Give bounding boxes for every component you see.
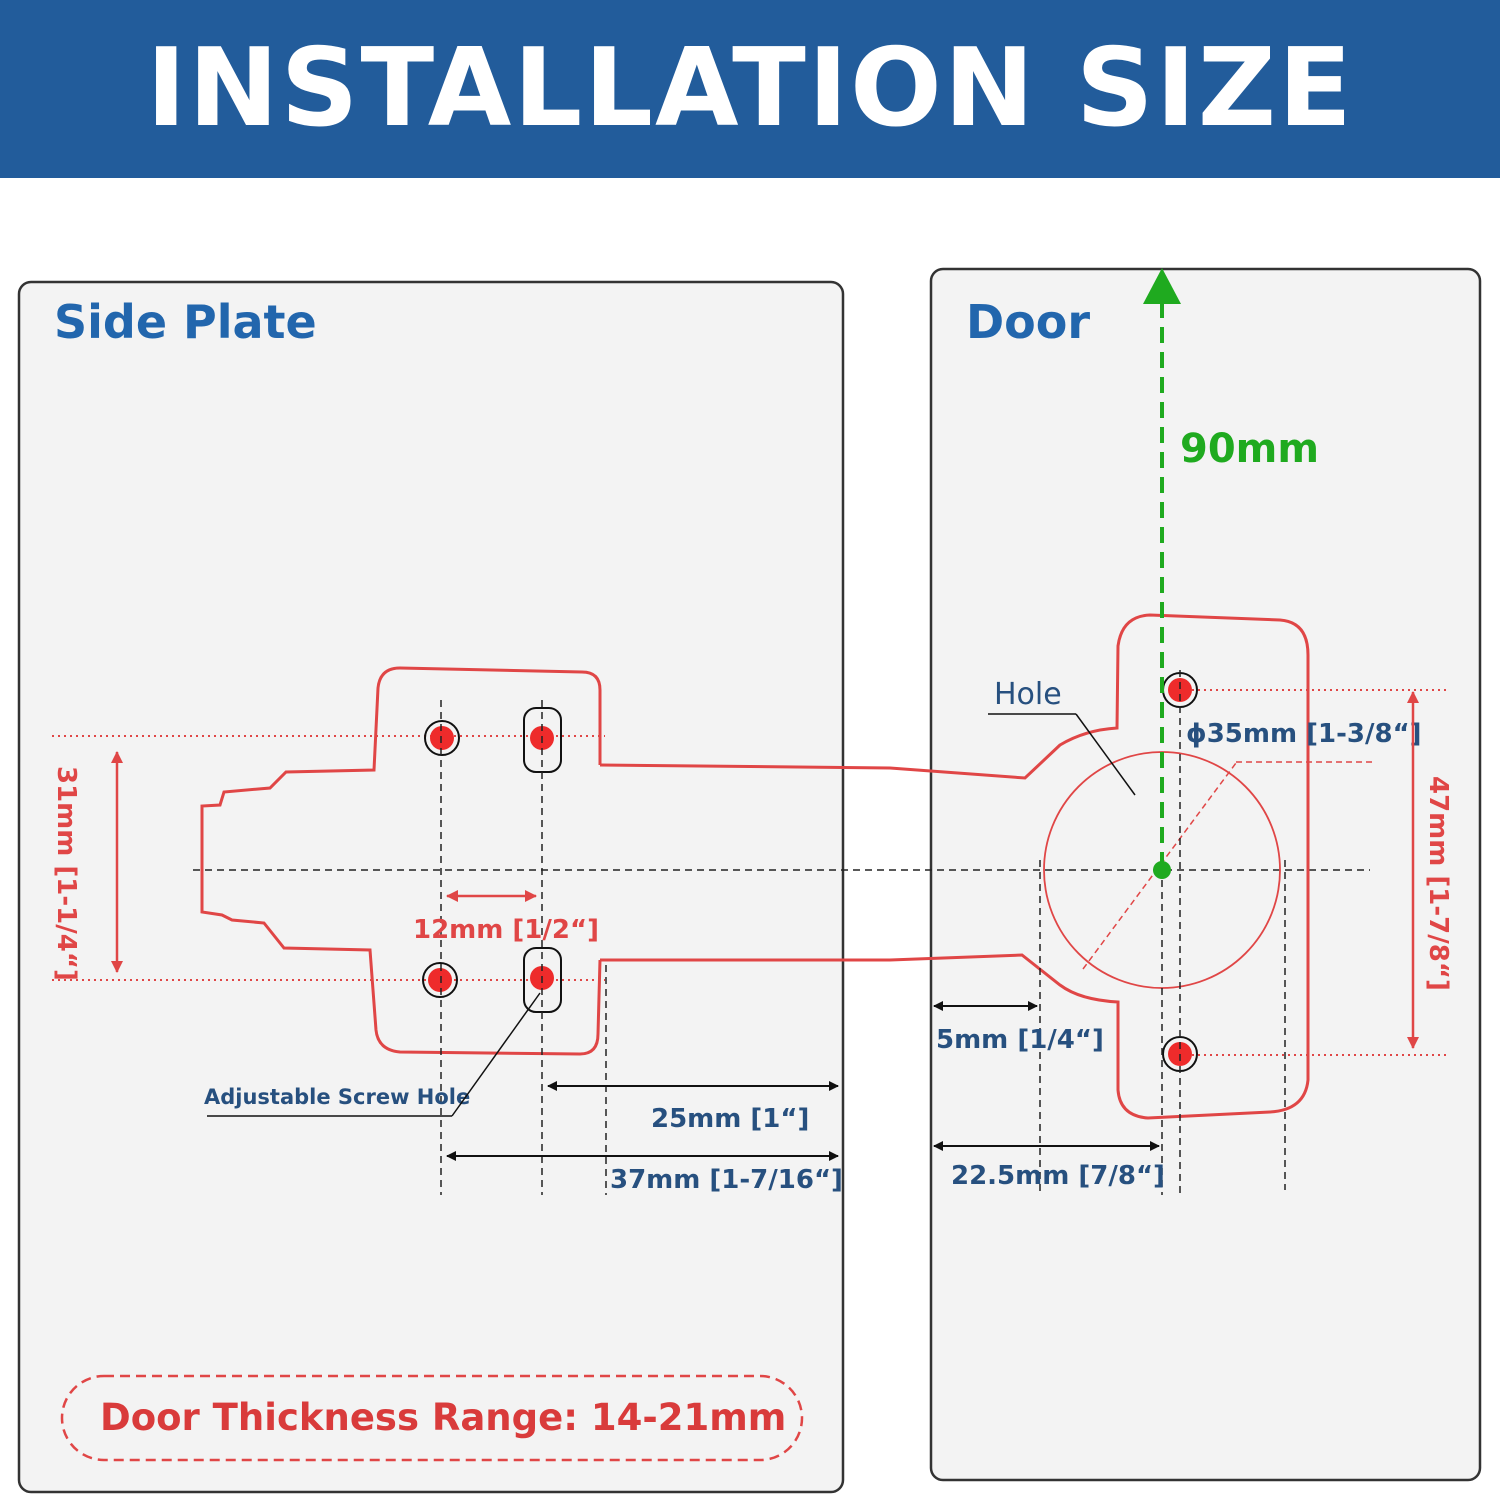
page-title: INSTALLATION SIZE [146,26,1354,151]
dim-22-5-label: 22.5mm [7/8“] [951,1161,1165,1191]
door-panel [929,267,1482,1482]
screw-hole [428,968,452,992]
diameter-label: ϕ35mm [1-3/8“] [1186,719,1422,749]
dim-90-label: 90mm [1180,426,1319,472]
header-banner: INSTALLATION SIZE [0,0,1500,178]
hinge-arm-outline [599,613,1310,1120]
side-plate-panel [17,280,845,1494]
screw-hole [430,726,454,750]
diameter-line [1082,762,1237,970]
dim-90-arrowhead [1143,268,1181,304]
callout-leader [451,992,541,1117]
dim-12-label: 12mm [1/2“] [413,915,599,945]
dim-25-label: 25mm [1“] [651,1104,809,1134]
dim-5-label: 5mm [1/4“] [936,1025,1104,1055]
dim-37-label: 37mm [1-7/16“] [610,1165,843,1195]
door-thickness-note-border [60,1374,804,1462]
door-title: Door [966,295,1090,349]
center-point [1153,861,1171,879]
screw-hole-ring [422,962,458,998]
hole-label: Hole [994,677,1062,712]
side-plate-title: Side Plate [54,295,317,349]
dim-31-label: 31mm [1-1/4“] [51,766,81,981]
hole-label-leader [1075,713,1136,796]
adjustable-screw-hole-label: Adjustable Screw Hole [204,1085,470,1109]
dim-47-label: 47mm [1-7/8“] [1423,776,1453,991]
side-plate-outline [200,666,602,1056]
screw-hole [1168,678,1192,702]
door-thickness-note: Door Thickness Range: 14-21mm [100,1396,786,1439]
screw-hole-ring [424,720,460,756]
